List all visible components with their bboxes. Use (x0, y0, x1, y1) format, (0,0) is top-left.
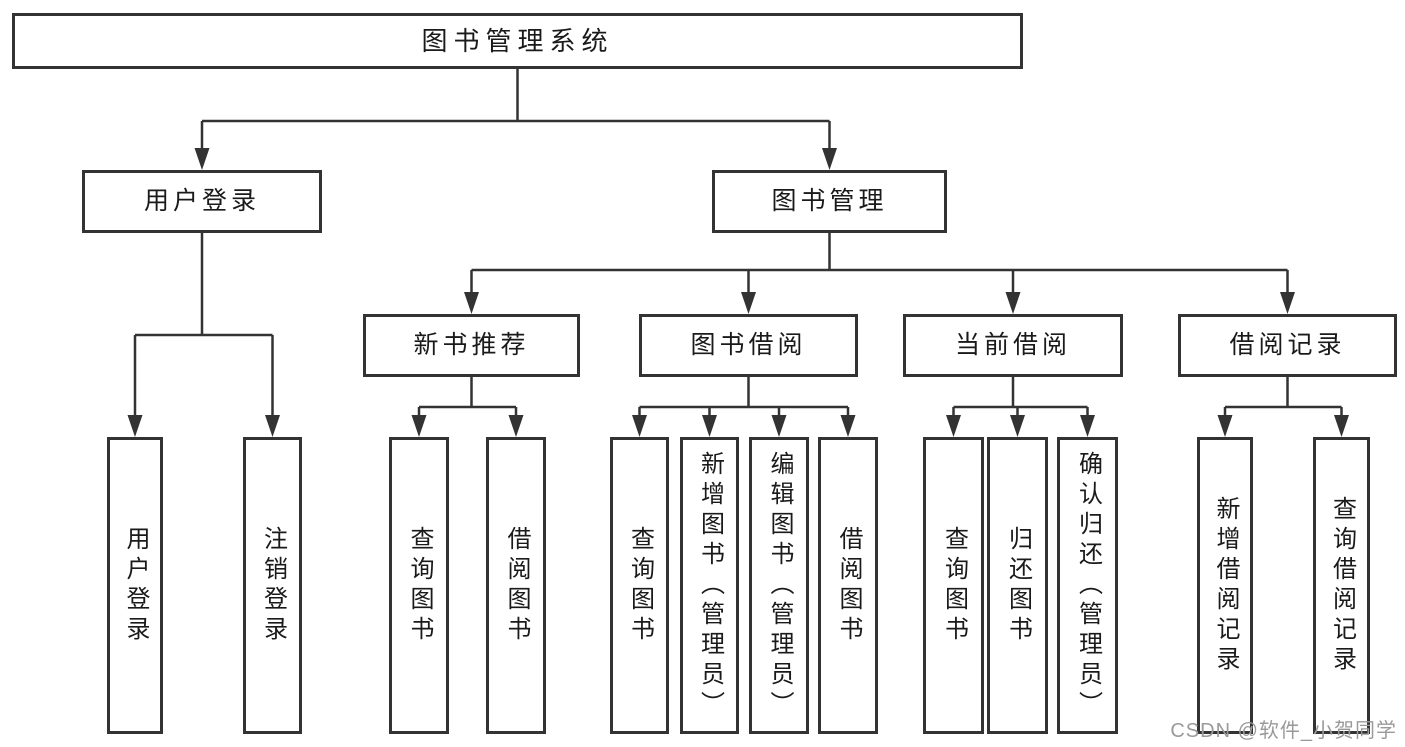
node-new-book-recommend: 新书推荐 (363, 314, 580, 377)
node-current-borrow-label: 当前借阅 (954, 331, 1071, 359)
leaf-user-login: 用户登录 (107, 437, 163, 734)
leaf-logout: 注销登录 (243, 437, 302, 734)
leaf-bb-add-books-admin-label: 新增图书（管理员） (696, 450, 724, 721)
leaf-cb-confirm-return-admin: 确认归还（管理员） (1057, 437, 1118, 734)
leaf-bb-edit-books-admin: 编辑图书（管理员） (749, 437, 809, 734)
leaf-br-add-record: 新增借阅记录 (1197, 437, 1253, 734)
node-borrow-records: 借阅记录 (1178, 314, 1397, 377)
leaf-cb-query-books: 查询图书 (923, 437, 984, 734)
leaf-cb-return-books: 归还图书 (987, 437, 1048, 734)
node-user-login: 用户登录 (82, 170, 322, 233)
node-current-borrow: 当前借阅 (903, 314, 1123, 377)
leaf-user-login-label: 用户登录 (122, 525, 149, 646)
leaf-br-query-record-label: 查询借阅记录 (1328, 495, 1356, 676)
leaf-br-query-record: 查询借阅记录 (1313, 437, 1370, 734)
leaf-bb-add-books-admin: 新增图书（管理员） (680, 437, 739, 734)
node-root-label: 图书管理系统 (421, 26, 614, 56)
node-root: 图书管理系统 (12, 13, 1023, 69)
node-book-management: 图书管理 (712, 170, 947, 233)
leaf-cb-confirm-return-admin-label: 确认归还（管理员） (1074, 450, 1102, 721)
leaf-bb-query-books-label: 查询图书 (626, 525, 654, 646)
node-user-login-label: 用户登录 (143, 187, 260, 215)
leaf-bb-borrow-books-label: 借阅图书 (835, 525, 862, 646)
leaf-br-add-record-label: 新增借阅记录 (1212, 495, 1239, 676)
leaf-nb-query-books-label: 查询图书 (406, 525, 433, 646)
leaf-bb-borrow-books: 借阅图书 (818, 437, 878, 734)
node-book-management-label: 图书管理 (771, 187, 888, 215)
watermark: CSDN @软件_小贺同学 (1170, 720, 1397, 742)
leaf-bb-query-books: 查询图书 (610, 437, 669, 734)
leaf-nb-query-books: 查询图书 (389, 437, 449, 734)
leaf-bb-edit-books-admin-label: 编辑图书（管理员） (766, 450, 793, 721)
leaf-logout-label: 注销登录 (259, 525, 287, 646)
node-book-borrow-label: 图书借阅 (690, 331, 807, 359)
node-new-book-recommend-label: 新书推荐 (413, 331, 530, 359)
node-borrow-records-label: 借阅记录 (1229, 331, 1346, 359)
leaf-cb-query-books-label: 查询图书 (940, 525, 968, 646)
leaf-nb-borrow-books: 借阅图书 (486, 437, 546, 734)
leaf-cb-return-books-label: 归还图书 (1004, 525, 1032, 646)
leaf-nb-borrow-books-label: 借阅图书 (503, 525, 530, 646)
node-book-borrow: 图书借阅 (639, 314, 858, 377)
